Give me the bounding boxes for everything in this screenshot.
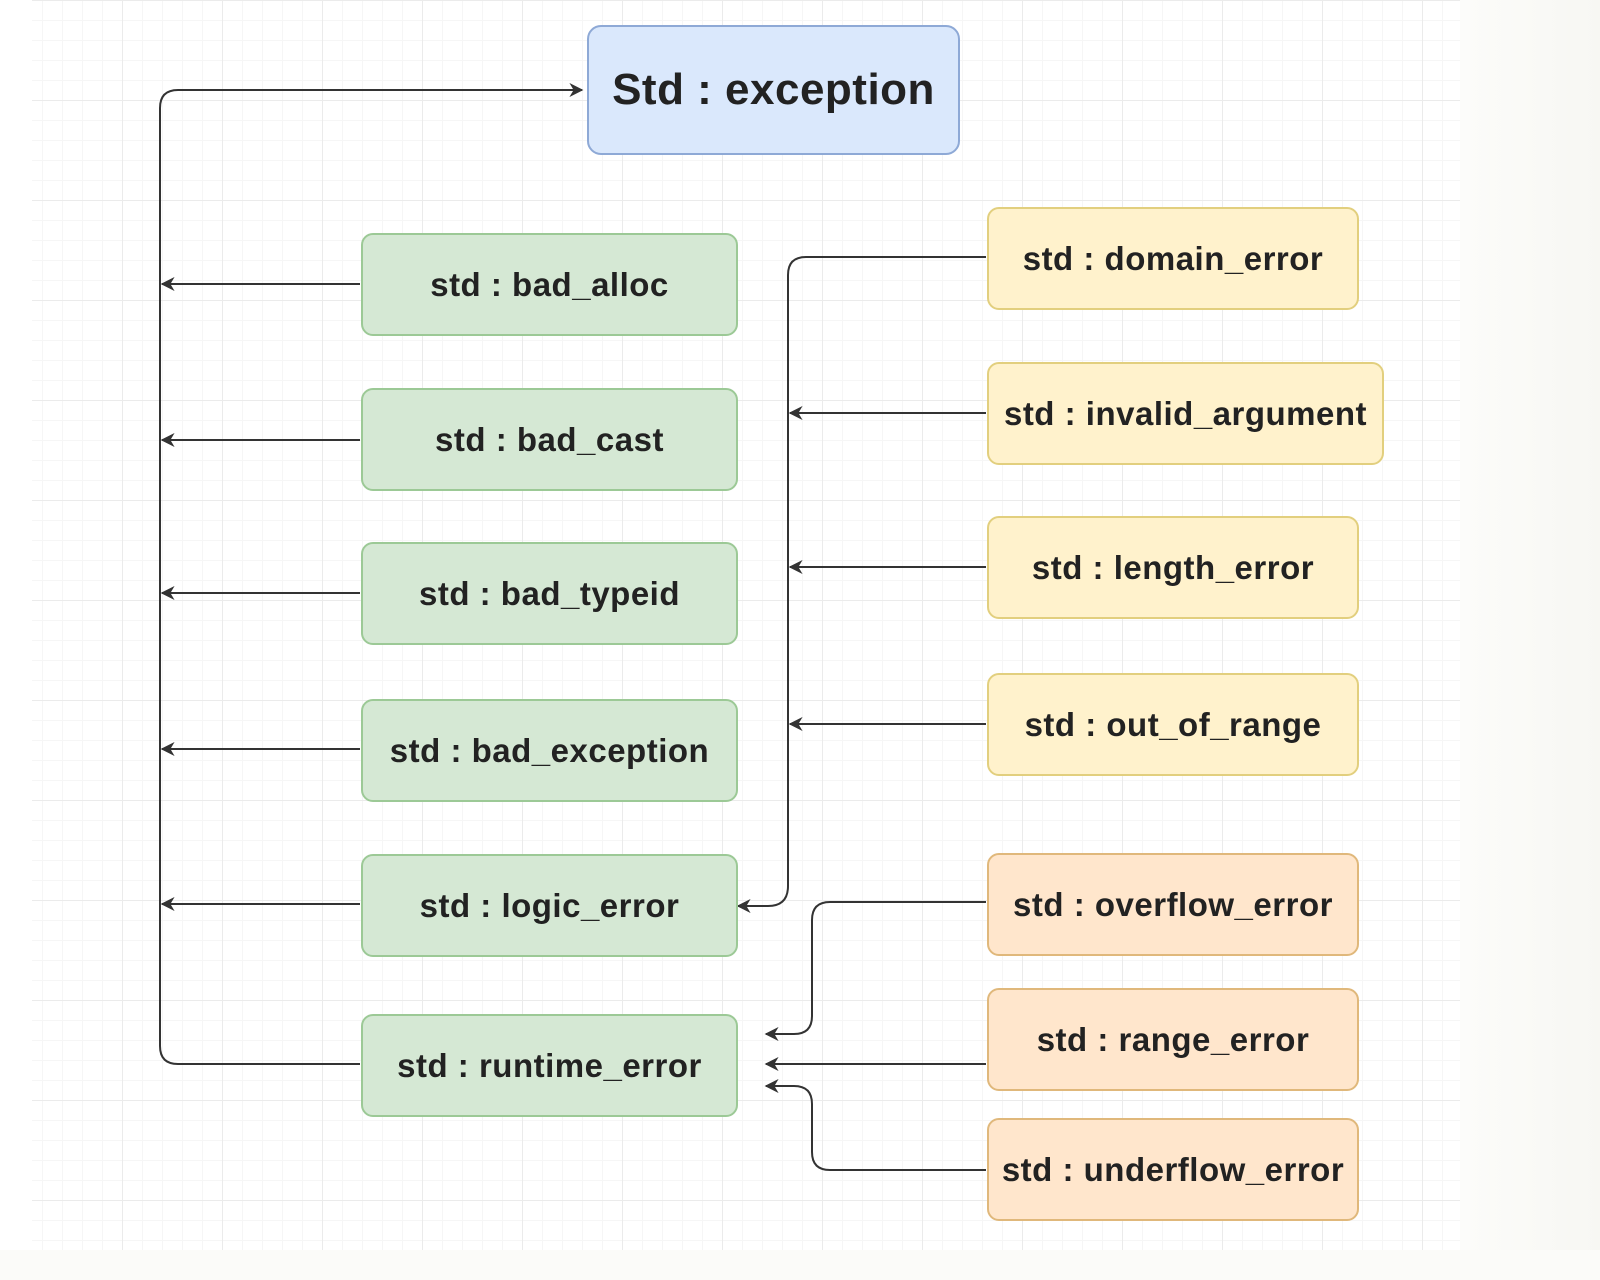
edge-domain-error <box>736 256 986 913</box>
node-label: std : bad_typeid <box>418 574 681 612</box>
node-label: Std : exception <box>612 65 935 114</box>
node-label: std : range_error <box>1036 1020 1310 1058</box>
node-domain-error[interactable]: std : domain_error <box>987 207 1359 310</box>
node-logic-error[interactable]: std : logic_error <box>361 854 738 957</box>
bottom-margin <box>0 1250 1600 1280</box>
node-underflow-error[interactable]: std : underflow_error <box>987 1118 1359 1221</box>
node-runtime-error[interactable]: std : runtime_error <box>361 1014 738 1117</box>
node-label: std : logic_error <box>419 886 680 924</box>
node-label: std : length_error <box>1031 548 1315 586</box>
node-label: std : overflow_error <box>1013 885 1333 923</box>
node-invalid-argument[interactable]: std : invalid_argument <box>987 362 1384 465</box>
node-label: std : underflow_error <box>1001 1150 1345 1188</box>
node-range-error[interactable]: std : range_error <box>987 988 1359 1091</box>
node-label: std : invalid_argument <box>1003 394 1368 432</box>
node-label: std : bad_exception <box>389 731 710 769</box>
node-label: std : runtime_error <box>397 1046 702 1084</box>
node-label: std : bad_cast <box>435 420 664 458</box>
edge-underflow-error <box>764 1079 986 1171</box>
node-std-exception[interactable]: Std : exception <box>587 25 960 155</box>
node-bad-typeid[interactable]: std : bad_typeid <box>361 542 738 645</box>
node-bad-cast[interactable]: std : bad_cast <box>361 388 738 491</box>
edge-overflow-error <box>764 901 986 1041</box>
node-length-error[interactable]: std : length_error <box>987 516 1359 619</box>
node-overflow-error[interactable]: std : overflow_error <box>987 853 1359 956</box>
right-margin <box>1460 0 1600 1280</box>
node-label: std : bad_alloc <box>430 265 669 303</box>
edge-runtime-error-to-exception <box>159 83 584 1065</box>
node-label: std : domain_error <box>1022 239 1324 277</box>
node-label: std : out_of_range <box>1024 705 1322 743</box>
node-out-of-range[interactable]: std : out_of_range <box>987 673 1359 776</box>
node-bad-exception[interactable]: std : bad_exception <box>361 699 738 802</box>
node-bad-alloc[interactable]: std : bad_alloc <box>361 233 738 336</box>
